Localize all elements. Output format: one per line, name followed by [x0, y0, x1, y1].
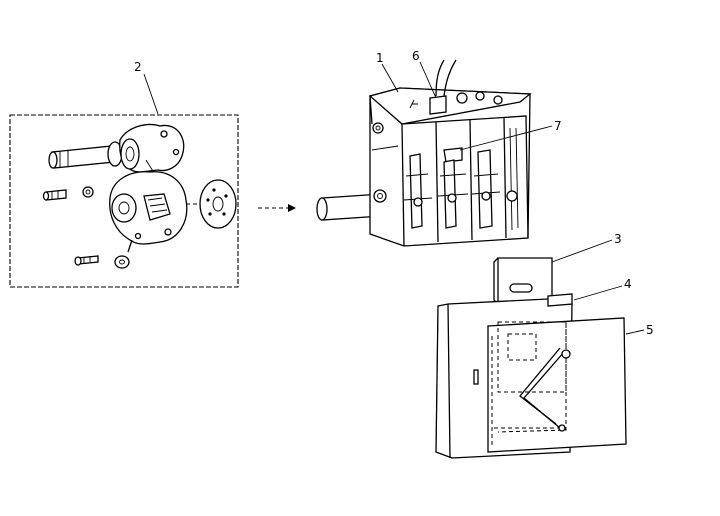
cam-assembly-inset: [9, 114, 239, 288]
leader-lines: [143, 61, 645, 335]
callout-4: 4: [624, 277, 632, 291]
callout-6: 6: [412, 49, 420, 63]
callout-7: 7: [554, 119, 562, 133]
assembly-arrow: [258, 204, 296, 212]
switch-body: [316, 59, 532, 247]
callout-1: 1: [376, 51, 384, 65]
bracket-assembly: [435, 257, 627, 459]
callout-5: 5: [646, 323, 654, 337]
callout-3: 3: [614, 232, 622, 246]
callout-2: 2: [134, 60, 142, 74]
